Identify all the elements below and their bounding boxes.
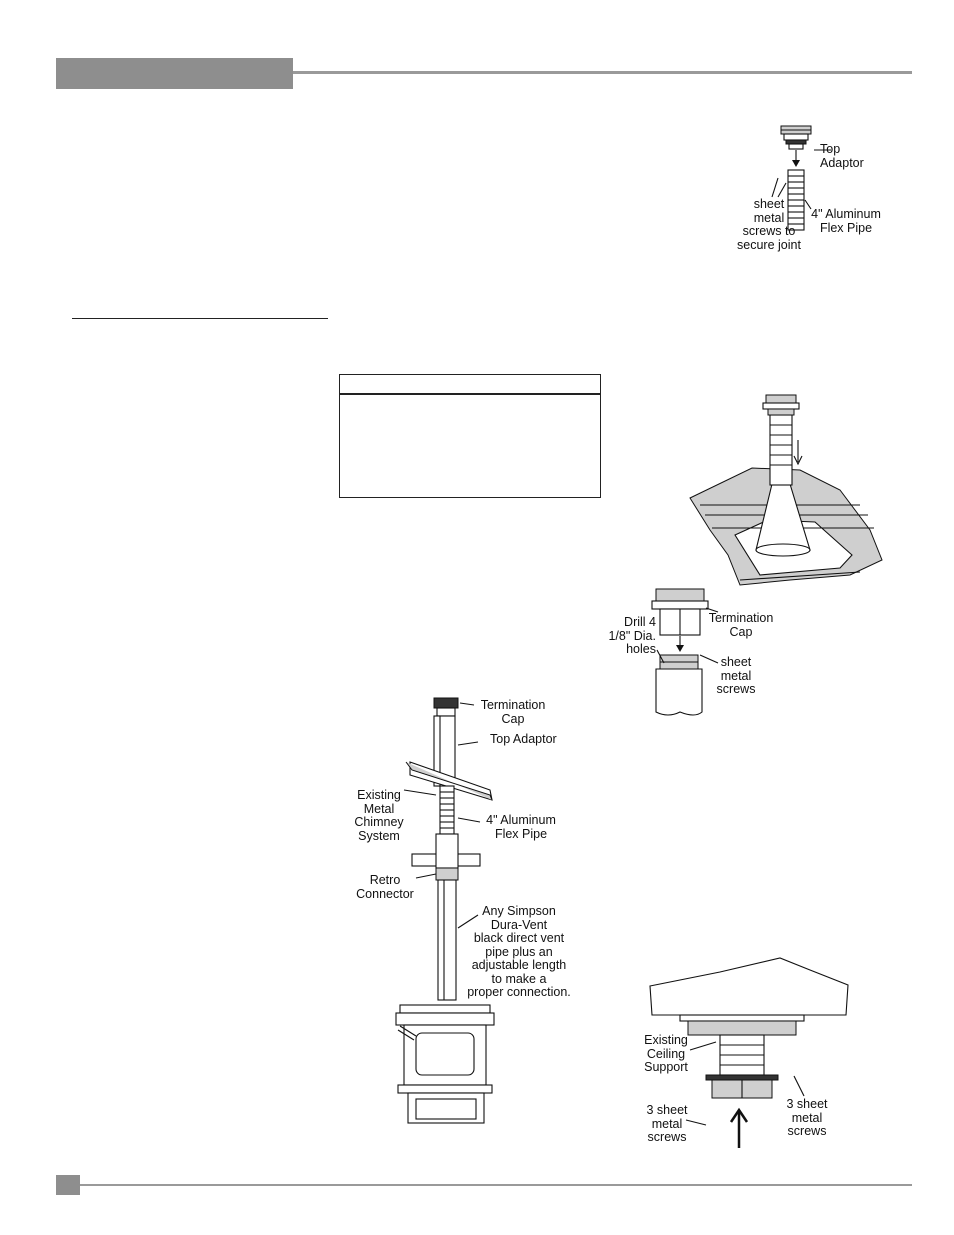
termination-cap-drawing [651, 588, 709, 636]
adaptor-ring-fig4 [705, 1074, 779, 1099]
fig1-screws-label: sheet metal screws to secure joint [737, 197, 801, 252]
note-box [339, 374, 601, 498]
arrow-down-cap [676, 636, 684, 652]
flex-pipe-section [439, 785, 455, 835]
top-adaptor-drawing [780, 125, 812, 150]
fig3-simpson-pipe-label: Any Simpson Dura-Vent black direct vent … [467, 904, 571, 999]
retro-connector [435, 867, 459, 881]
pipe-section-fig4 [719, 1034, 765, 1076]
existing-ceiling-support-drawing [679, 1014, 805, 1036]
roof-section [405, 761, 493, 801]
header-rule [293, 71, 912, 74]
termination-cap-top [433, 697, 459, 717]
vent-pipe-and-cap [762, 394, 800, 486]
arrow-up-fig4 [729, 1107, 749, 1148]
fig4-screws-right-label: 3 sheet metal screws [786, 1097, 828, 1138]
fig3-termination-cap-label: Termination Cap [480, 698, 546, 726]
footer-page-tab [56, 1175, 80, 1195]
black-vent-pipe [437, 879, 457, 1001]
fig3-top-adaptor-label: Top Adaptor [490, 732, 557, 746]
fig3-retro-connector-label: Retro Connector [356, 873, 414, 901]
ceiling-section [411, 833, 481, 869]
fig3-existing-chimney-label: Existing Metal Chimney System [354, 788, 404, 843]
note-box-title-bar [340, 393, 600, 395]
ceiling-drawing [649, 957, 849, 1016]
arrow-down-roof [793, 440, 803, 466]
fig2-screws-label: sheet metal screws [716, 655, 756, 696]
arrow-down-adaptor [792, 150, 800, 167]
section-underline [72, 318, 328, 319]
storm-collar-cone [755, 483, 811, 557]
fig4-ceiling-support-label: Existing Ceiling Support [644, 1033, 688, 1074]
fig2-termination-cap-label: Termination Cap [708, 611, 774, 639]
stove-drawing [395, 1004, 495, 1124]
fig2-drill-holes-label: Drill 4 1/8" Dia. holes [608, 615, 656, 656]
pipe-top-drawing [655, 654, 703, 716]
shingles-drawing [689, 467, 883, 586]
fig3-flex-pipe-label: 4" Aluminum Flex Pipe [486, 813, 556, 841]
fig1-flex-pipe-label: 4" Aluminum Flex Pipe [811, 207, 881, 235]
header-tab [56, 58, 293, 89]
fig1-top-adaptor-label: Top Adaptor [820, 142, 864, 170]
footer-rule [80, 1184, 912, 1186]
chimney-pipe [433, 715, 456, 787]
fig4-screws-left-label: 3 sheet metal screws [646, 1103, 688, 1144]
